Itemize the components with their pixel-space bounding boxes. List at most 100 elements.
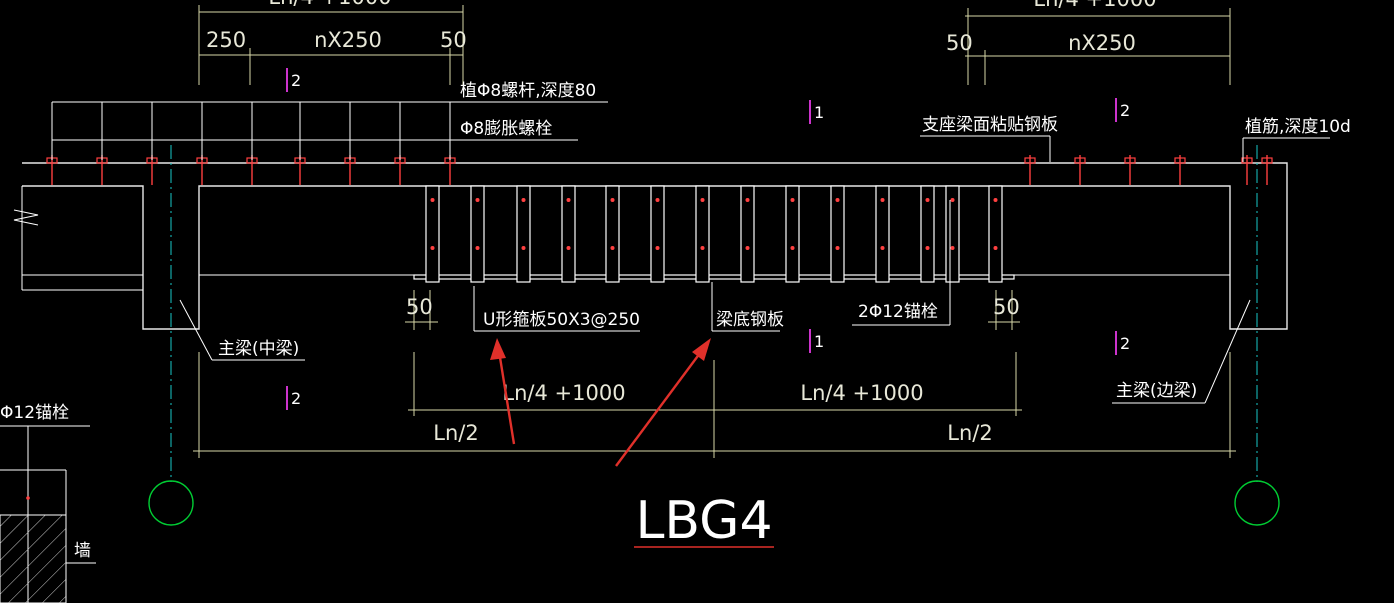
hoop-bolt	[475, 246, 480, 250]
hoop-bolt	[700, 246, 705, 250]
arrow-bottom-plate	[615, 344, 707, 467]
beam-bottom-plate	[413, 274, 1015, 280]
u-hoop-plates	[425, 185, 1003, 283]
u-hoop-plate	[561, 185, 576, 283]
beam-concrete	[13, 162, 1288, 330]
hoop-bolt	[475, 198, 480, 202]
label-anchor-side: Φ12锚栓	[0, 403, 69, 423]
arrow-u-hoop	[496, 344, 516, 445]
dim-mid-left: Ln/4 +1000	[502, 381, 625, 405]
hoop-bolt	[790, 246, 795, 250]
dim-top-right-partial: Ln/4 +1000	[1033, 0, 1156, 11]
section-marks: 2 1 2 1 2 2	[286, 68, 1130, 410]
label-expansion-bolt: Φ8膨胀螺栓	[460, 119, 552, 139]
hoop-bolt	[521, 198, 526, 202]
dim-top-left: Ln/4 +1000 250 nX250 50	[198, 0, 467, 85]
hoop-bolt	[835, 198, 840, 202]
leader-support-plate: 支座梁面粘贴钢板	[920, 115, 1058, 162]
dim-bottom-right-50: 50	[993, 295, 1020, 319]
dim-bottom: 50 50 Ln/4 +1000 Ln/4 +1000 Ln/2 Ln/2	[193, 290, 1236, 458]
leader-anchor: 2Φ12锚栓	[852, 200, 951, 326]
label-support-plate: 支座梁面粘贴钢板	[922, 115, 1058, 135]
leader-u-hoop: U形箍板50X3@250	[473, 286, 640, 332]
axis-circle-right	[1234, 480, 1280, 526]
hoop-bolt	[745, 198, 750, 202]
label-u-hoop: U形箍板50X3@250	[483, 310, 640, 330]
hoop-bolt	[655, 246, 660, 250]
dim-span-left: Ln/2	[433, 421, 478, 445]
label-main-beam-edge: 主梁(边梁)	[1116, 381, 1197, 401]
top-bolt-nut	[1261, 157, 1273, 164]
dim-top-left-250: 250	[206, 28, 246, 52]
label-main-beam-mid: 主梁(中梁)	[218, 339, 299, 359]
hoop-bolt	[610, 198, 615, 202]
leader-main-beam-edge: 主梁(边梁)	[1112, 299, 1251, 404]
leader-top-bolts: 植Φ8螺杆,深度80 Φ8膨胀螺栓	[51, 81, 608, 160]
dim-top-left-partial: Ln/4 +1000	[268, 0, 391, 9]
section-mark-1-bottom-mid: 1	[814, 332, 824, 351]
u-hoop-plate	[830, 185, 845, 283]
u-hoop-plate	[785, 185, 800, 283]
dim-top-left-50: 50	[440, 28, 467, 52]
top-bolt-nut	[1024, 157, 1036, 164]
anchor-dot	[26, 496, 30, 500]
u-hoop-plate	[695, 185, 710, 283]
top-bolts	[46, 155, 1273, 185]
hoop-bolt	[655, 198, 660, 202]
top-bolt-nut	[1241, 157, 1253, 164]
leader-main-beam-mid: 主梁(中梁)	[179, 299, 305, 361]
section-mark-1-top-mid: 1	[814, 103, 824, 122]
hoop-bolt	[880, 246, 885, 250]
hoop-bolt	[925, 246, 930, 250]
u-hoop-plate	[605, 185, 620, 283]
u-hoop-plate	[516, 185, 531, 283]
drawing-title: LBG4	[635, 491, 772, 551]
dim-mid-right: Ln/4 +1000	[800, 381, 923, 405]
hoop-bolt	[745, 246, 750, 250]
hoop-bolt	[880, 198, 885, 202]
u-hoop-plate	[740, 185, 755, 283]
label-planted-bolt: 植Φ8螺杆,深度80	[460, 81, 596, 101]
top-bolt-nut	[1124, 157, 1136, 164]
u-hoop-plate	[875, 185, 890, 283]
dim-span-right: Ln/2	[947, 421, 992, 445]
hoop-bolt	[700, 198, 705, 202]
hoop-bolt	[610, 246, 615, 250]
hoop-bolt	[430, 246, 435, 250]
hoop-bolt	[790, 198, 795, 202]
dim-top-right: Ln/4 +1000 50 nX250	[946, 0, 1231, 85]
hoop-bolt	[521, 246, 526, 250]
u-hoop-plate	[988, 185, 1003, 283]
section-mark-2-top-right: 2	[1120, 101, 1130, 120]
hoop-bolt	[566, 246, 571, 250]
section-mark-2-bottom-right: 2	[1120, 334, 1130, 353]
section-mark-2-bottom-left: 2	[291, 389, 301, 408]
dim-bottom-left-50: 50	[406, 295, 433, 319]
red-arrows	[490, 338, 711, 467]
hoop-bolt	[835, 246, 840, 250]
wall-detail: Φ12锚栓 墙	[0, 403, 96, 603]
hoop-bolt	[430, 198, 435, 202]
hoop-bolt	[925, 198, 930, 202]
axis-circle-left	[148, 480, 194, 526]
leader-bottom-plate: 梁底钢板	[711, 282, 784, 332]
label-wall: 墙	[74, 541, 91, 561]
arrow-head-u-hoop	[490, 338, 506, 360]
axis-left	[148, 145, 194, 526]
top-bolt-nut	[1174, 157, 1186, 164]
leader-planted-rebar: 植筋,深度10d	[1242, 117, 1351, 162]
dim-top-right-nx250: nX250	[1068, 31, 1136, 55]
hoop-bolt	[993, 246, 998, 250]
u-hoop-plate	[650, 185, 665, 283]
hoop-bolt	[950, 246, 955, 250]
label-bottom-plate: 梁底钢板	[716, 310, 784, 330]
u-hoop-plate	[945, 185, 960, 283]
hoop-bolt	[950, 198, 955, 202]
u-hoop-plate	[920, 185, 935, 283]
dim-top-left-nx250: nX250	[314, 28, 382, 52]
label-anchor-2: 2Φ12锚栓	[858, 302, 938, 322]
arrow-head-bottom-plate	[692, 338, 711, 361]
u-hoop-plate	[425, 185, 440, 283]
axis-right	[1234, 145, 1280, 526]
